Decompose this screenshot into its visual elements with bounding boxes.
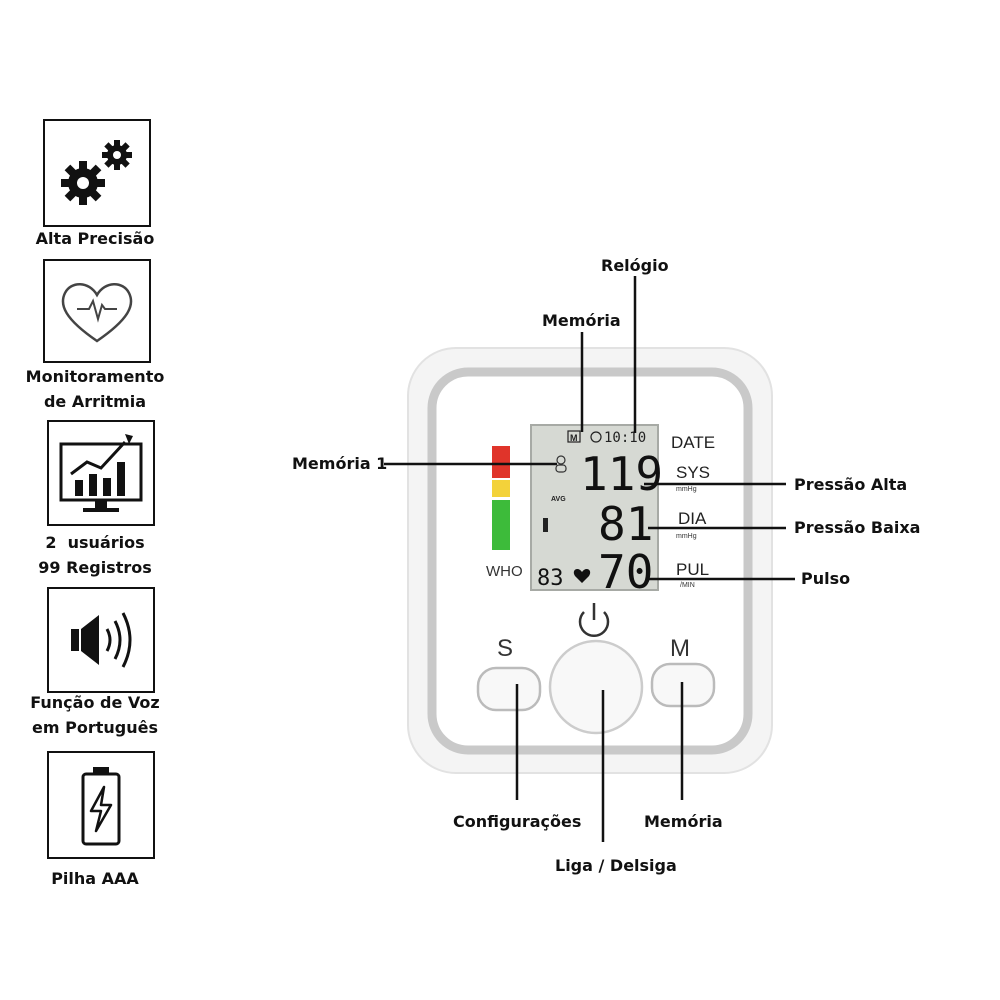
m-button-label: M (670, 635, 690, 662)
power-icon (578, 611, 610, 638)
callout-relogio: Relógio (601, 256, 669, 275)
callout-memoria: Memória (542, 311, 621, 330)
heart-pulse-icon-box (43, 259, 151, 363)
callout-memoria-button: Memória (644, 812, 723, 831)
lcd-clock: 10:10 (604, 430, 646, 446)
user-icon (556, 455, 566, 465)
feature-caption-line: Alta Precisão (35, 229, 155, 248)
feature-caption-line: 99 Registros (38, 558, 152, 577)
feature-caption: Alta Precisão (0, 226, 190, 251)
feature-caption: 2 usuários 99 Registros (0, 530, 190, 580)
feature-caption-line: Pilha AAA (51, 869, 139, 888)
monitor-chart-icon (59, 434, 143, 512)
battery-icon-box (47, 751, 155, 859)
user-icon-body (555, 464, 567, 473)
dia-unit: mmHg (676, 533, 697, 540)
callout-memoria1: Memória 1 (292, 454, 388, 473)
who-yellow-bar (492, 480, 510, 497)
feature-caption-line: em Português (32, 718, 158, 737)
battery-icon (81, 767, 121, 846)
feature-caption-line: de Arritmia (43, 392, 147, 411)
pul-label: PUL (676, 560, 709, 579)
dia-label: DIA (678, 509, 707, 528)
lcd-sys-value: 119 (580, 447, 663, 501)
lcd-pul-value: 70 (598, 545, 653, 599)
feature-caption-line: Monitoramento (25, 367, 165, 386)
lcd-dia-value: 81 (598, 497, 653, 551)
callout-lines (384, 276, 795, 842)
date-label: DATE (671, 433, 715, 452)
feature-caption: Monitoramento de Arritmia (0, 364, 190, 414)
sys-label: SYS (676, 463, 710, 482)
clock-icon (590, 431, 602, 443)
heart-icon (573, 569, 591, 583)
lcd-mem-count: 83 (537, 566, 564, 591)
feature-caption: Função de Voz em Português (0, 690, 190, 740)
power-button[interactable] (548, 639, 644, 735)
s-button-label: S (497, 635, 513, 662)
callout-liga: Liga / Delsiga (555, 856, 677, 875)
gears-icon (61, 140, 132, 205)
feature-caption: Pilha AAA (0, 866, 190, 891)
speaker-icon-box (47, 587, 155, 693)
feature-caption-line: 2 usuários (45, 533, 145, 552)
s-button[interactable] (476, 666, 542, 712)
callout-pressao-alta: Pressão Alta (794, 475, 908, 494)
monitor-chart-icon-box (47, 420, 155, 526)
sys-unit: mmHg (676, 486, 697, 493)
memory-box-letter: M (570, 433, 578, 443)
lcd-segment (543, 518, 548, 532)
who-green-bar (492, 500, 510, 550)
callout-configuracoes: Configurações (453, 812, 582, 831)
gears-icon-box (43, 119, 151, 227)
callout-pulso: Pulso (801, 569, 851, 588)
speaker-icon (71, 612, 132, 668)
callout-pressao-baixa: Pressão Baixa (794, 518, 921, 537)
feature-caption-line: Função de Voz (30, 693, 160, 712)
heart-pulse-icon (61, 283, 133, 343)
who-label: WHO (486, 563, 523, 580)
lcd-screen (530, 424, 659, 591)
lcd-avg: AVG (551, 496, 566, 503)
who-red-bar (492, 446, 510, 478)
pul-unit: /MIN (680, 582, 695, 589)
memory-box-icon (567, 430, 581, 443)
